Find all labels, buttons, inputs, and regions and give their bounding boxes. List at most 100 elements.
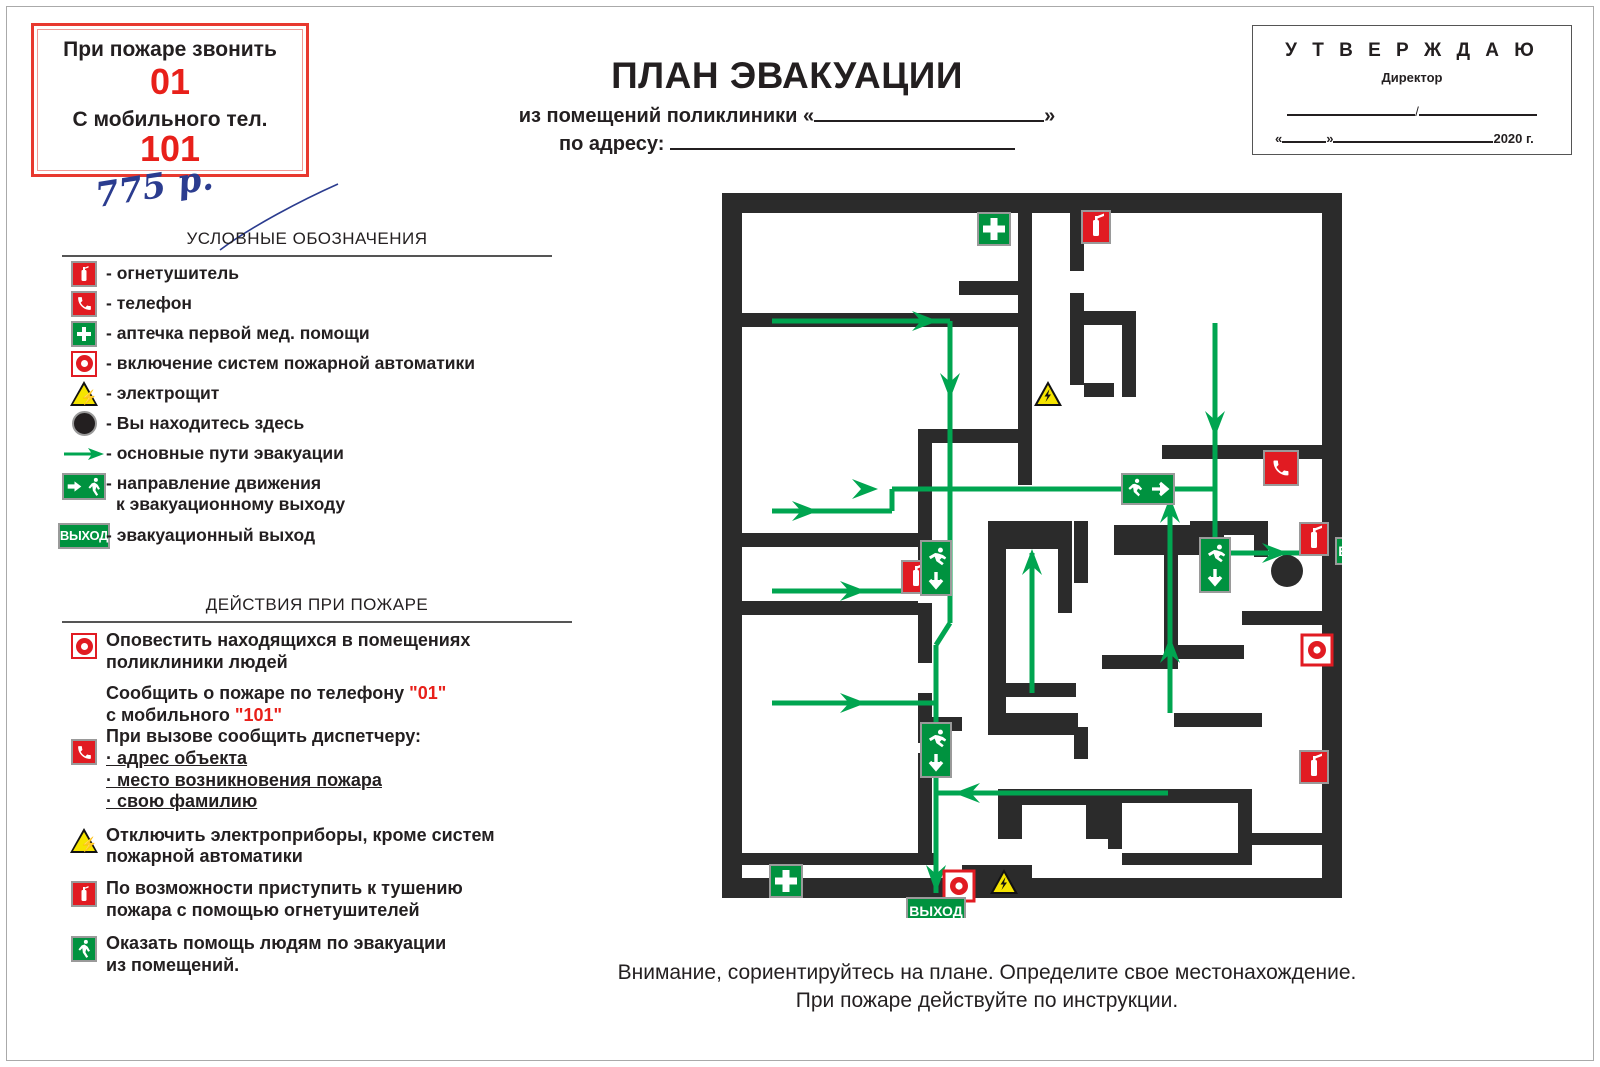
mobile-number: "101" [234,704,283,725]
legend-label: - огнетушитель [106,263,240,284]
action-line: Оповестить находящихся в помещениях [106,630,471,650]
subtitle-suffix: » [1044,105,1056,127]
exit-sign-icon: ВЫХОД [57,522,111,549]
exit-sign-text: ВЫХОД [57,522,111,549]
exit-sign-down-icon [1198,536,1232,594]
legend-label: - электрощит [106,383,220,404]
approval-box: У Т В Е Р Ж Д А Ю Директор / «»2020 г. [1252,25,1572,155]
legend-item-extinguisher: - огнетушитель [62,260,552,287]
call-box-line2: С мобильного тел. [72,108,268,131]
action-line: По возможности приступить к тушению [106,877,463,898]
action-bullet: · место возникновения пожара [106,769,382,790]
subtitle-address: по адресу: [477,133,1097,156]
fire-extinguisher-icon [62,260,106,287]
actions-section: ДЕЙСТВИЯ ПРИ ПОЖАРЕ Оповестить находящих… [62,595,572,976]
legend-label: - телефон [106,293,192,314]
subtitle-prefix: из помещений поликлиники « [518,105,815,127]
caption-line1: Внимание, сориентируйтесь на плане. Опре… [617,961,1357,984]
call-box-number-mobile: 101 [139,128,201,169]
legend-section: УСЛОВНЫЕ ОБОЗНАЧЕНИЯ - огнетушитель - те… [57,229,552,549]
fire-extinguisher-icon [1299,750,1329,784]
action-bullet: · свою фамилию [106,791,258,812]
legend-label-line1: - направление движения [106,473,322,493]
floor-plan-drawing: ВЫХОД ВЫХОД [722,193,1342,918]
legend-label: - аптечка первой мед. помощи [106,323,370,344]
you-are-here-icon [1271,555,1303,587]
legend-label-line2: к эвакуационному выходу [116,493,346,514]
action-item-notify: Оповестить находящихся в помещениях поли… [62,630,572,673]
fire-alarm-button-icon [1300,633,1334,667]
action-line: из помещений. [106,954,240,975]
action-line: с мобильного "101" [106,705,446,727]
evacuation-person-icon [62,933,106,976]
emergency-call-box: При пожаре звонить 01 С мобильного тел. … [31,23,309,177]
quote-open: « [1275,131,1283,146]
legend-label: - включение систем пожарной автоматики [106,353,476,374]
action-text: Оповестить находящихся в помещениях поли… [106,630,470,673]
fire-extinguisher-icon [62,878,106,921]
fire-extinguisher-icon [1081,210,1111,244]
exit-sign-right-icon [1120,472,1176,506]
signature-blank [1287,114,1416,116]
address-label: по адресу: [559,133,665,155]
legend-label: - Вы находитесь здесь [106,413,305,434]
action-line: Отключить электроприборы, кроме систем [106,824,495,845]
electrical-panel-icon: ⚡ [62,825,106,868]
action-item-electrical: ⚡ Отключить электроприборы, кроме систем… [62,825,572,868]
approval-year: 2020 г. [1493,131,1534,146]
call-box-line1: При пожаре звонить [63,38,277,61]
action-text: Оказать помощь людям по эвакуации из пом… [106,933,446,976]
facility-name-blank [814,120,1045,122]
subtitle-facility: из помещений поликлиники « » [477,105,1097,128]
plan-sheet: При пожаре звонить 01 С мобильного тел. … [6,6,1594,1061]
legend-title: УСЛОВНЫЕ ОБОЗНАЧЕНИЯ [186,229,428,248]
legend-item-main-routes: - основные пути эвакуации [62,440,552,467]
action-item-call: Сообщить о пожаре по телефону "01" с моб… [62,683,572,813]
legend-item-telephone: - телефон [62,290,552,317]
legend-label: - основные пути эвакуации [106,443,344,464]
call-box-number-landline: 01 [149,61,191,102]
direction-to-exit-icon [62,473,106,500]
approval-role: Директор [1381,70,1443,85]
mobile-prefix: с мобильного [106,704,235,725]
legend-item-electrical: ⚡ - электрощит [62,380,552,407]
action-text: Отключить электроприборы, кроме систем п… [106,825,495,868]
legend-divider [62,255,552,257]
you-are-here-icon [62,411,106,436]
exit-sign-down-icon [919,721,953,779]
fire-alarm-button-icon [62,630,106,673]
fire-extinguisher-icon [1299,522,1329,556]
plan-walls [722,193,1342,898]
action-line: При вызове сообщить диспетчеру: [106,726,421,747]
action-line: поликлиники людей [106,651,288,672]
legend-item-you-are-here: - Вы находитесь здесь [62,410,552,437]
fire-alarm-button-icon [62,350,106,377]
legend-item-direction: - направление движения к эвакуационному … [62,473,552,514]
action-bullet: · адрес объекта [106,747,248,768]
actions-divider [62,621,572,623]
electrical-panel-icon [1034,381,1062,406]
action-line: Оказать помощь людям по эвакуации [106,933,447,954]
action-text: Сообщить о пожаре по телефону "01" с моб… [106,683,446,813]
exit-label-bottom: ВЫХОД [909,903,962,918]
action-item-extinguish: По возможности приступить к тушению пожа… [62,878,572,921]
route-arrowheads [792,311,1288,893]
plan-caption: Внимание, сориентируйтесь на плане. Опре… [547,959,1427,1016]
legend-item-exit: ВЫХОД - эвакуационный выход [57,522,552,549]
first-aid-kit-icon [769,864,803,898]
approval-slash: / [1415,104,1419,119]
exit-sign-down-icon [919,539,953,597]
fire-alarm-button-icon [942,869,976,903]
day-blank [1282,141,1327,143]
month-blank [1333,141,1494,143]
legend-item-first-aid: - аптечка первой мед. помощи [62,320,552,347]
electrical-panel-icon: ⚡ [62,381,106,406]
caption-line2: При пожаре действуйте по инструкции. [795,989,1179,1013]
first-aid-kit-icon [977,212,1011,246]
floor-plan: ВЫХОД ВЫХОД [722,193,1342,918]
approval-date-line: «»2020 г. [1275,131,1559,146]
approval-title: У Т В Е Р Ж Д А Ю [1285,40,1539,61]
telephone-icon [1263,450,1299,486]
action-line: пожара с помощью огнетушителей [106,899,420,920]
action-line: Сообщить о пожаре по телефону "01" [106,683,446,705]
